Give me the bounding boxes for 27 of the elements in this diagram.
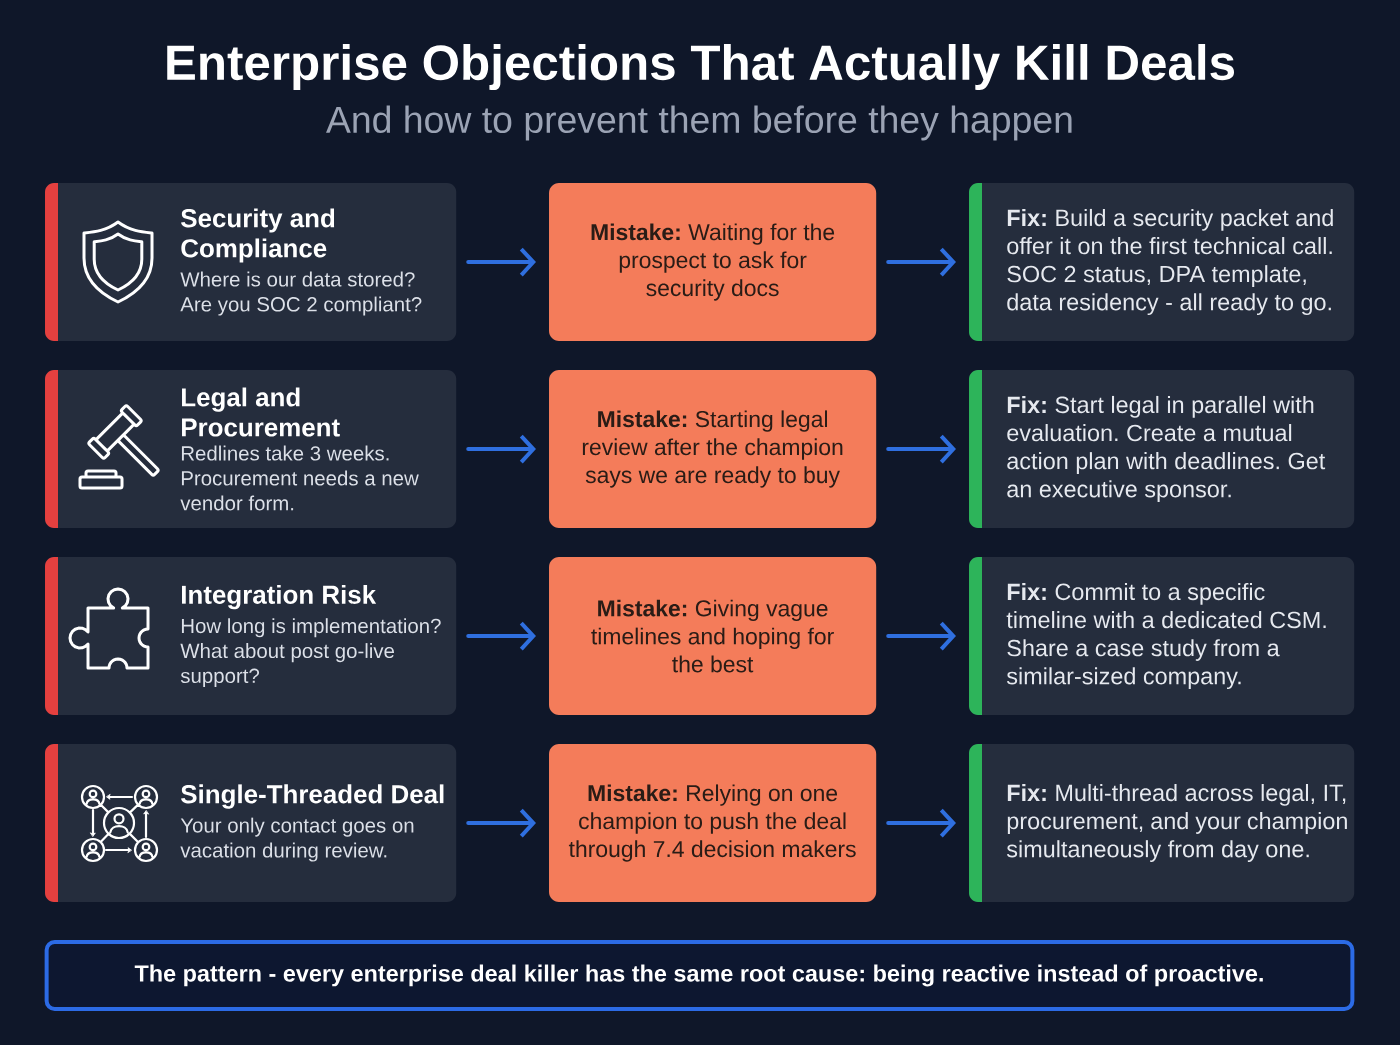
card-heading: Single-Threaded Deal <box>181 784 444 809</box>
card-heading: Integration Risk <box>182 584 377 610</box>
fix-card: Fix: Commit to a specific timeline with a dedicated CSM. Share a case study from a similar-sized company. <box>969 557 1355 716</box>
arrow <box>886 621 956 651</box>
arrow <box>466 621 536 651</box>
card-text: Redlines take 3 weeks. Procurement needs a new vendor form. <box>180 445 419 511</box>
arrow <box>466 247 536 277</box>
arrow <box>466 808 536 838</box>
card-text: How long is implementation? What about post go-live support? <box>180 618 441 688</box>
fix-card: Fix: Multi-thread across legal, IT, procurement, and your champion simultaneously from day one. <box>969 744 1355 903</box>
mistake-box: Mistake: Relying on one champion to push the deal through 7.4 decision makers <box>549 744 877 903</box>
arrow <box>466 434 536 464</box>
card-text: Your only contact goes on vacation during review. <box>180 817 414 862</box>
arrow <box>886 434 956 464</box>
fix-card: Fix: Build a security packet and offer it on the first technical call. SOC 2 status, DPA template, data residency - all ready to go. <box>969 183 1355 342</box>
arrow <box>886 808 956 838</box>
card-heading: Legal and Procurement <box>182 387 340 437</box>
title: Enterprise Objections That Actually Kill Deals <box>167 44 1235 90</box>
mistake-box: Mistake: Starting legal review after the champion says we are ready to buy <box>549 370 877 529</box>
mistake-box: Mistake: Giving vague timelines and hoping for the best <box>549 557 877 716</box>
arrow <box>886 247 956 277</box>
card-heading: Security and Compliance <box>181 208 335 263</box>
card-text: Where is our data stored? Are you SOC 2 compliant? <box>180 271 422 316</box>
fix-card: Fix: Start legal in parallel with evaluation. Create a mutual action plan with deadlines. Get an executive sponsor. <box>969 370 1355 529</box>
subtitle: And how to prevent them before they happen <box>326 105 1072 141</box>
mistake-box: Mistake: Waiting for the prospect to ask for security docs <box>549 183 877 342</box>
summary-banner: The pattern - every enterprise deal killer has the same root cause: being reactive instead of proactive. <box>44 940 1355 1011</box>
